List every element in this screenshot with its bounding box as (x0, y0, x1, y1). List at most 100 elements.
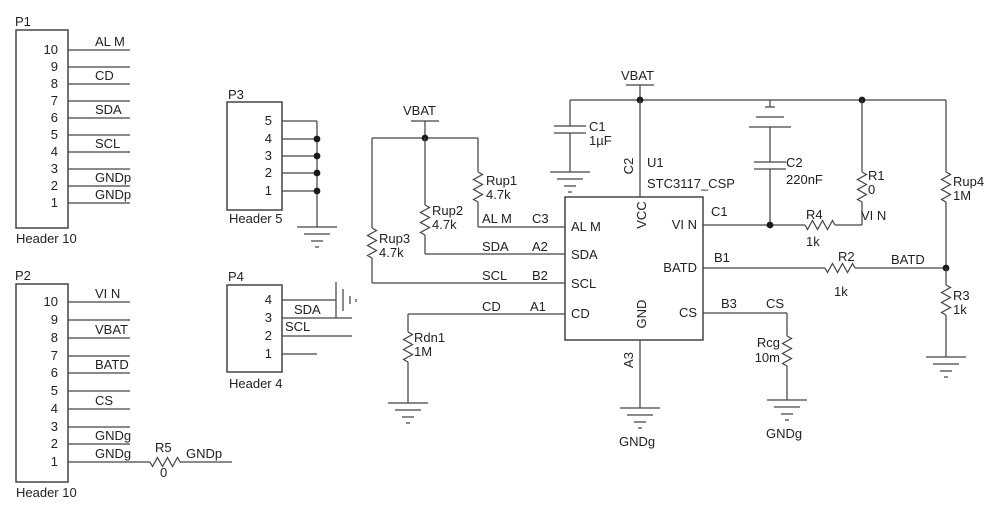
p1-pin-number: 2 (51, 178, 58, 193)
resistor-rcg: Rcg 10m GNDg (755, 313, 807, 441)
r5-value: 0 (160, 465, 167, 480)
net-label-gndg: GNDg (766, 426, 802, 441)
p1-pin-number: 6 (51, 110, 58, 125)
p1-pin-number: 3 (51, 161, 58, 176)
resistor-r5: R5 0 GNDp (149, 440, 232, 480)
pin-des-b3: B3 (721, 296, 737, 311)
net-label-sda: SDA (95, 102, 122, 117)
junction-dot (766, 221, 774, 229)
resistor-rup3: Rup3 4.7k (366, 138, 410, 283)
p2-pin-number: 6 (51, 365, 58, 380)
pin-des-a2: A2 (532, 239, 548, 254)
p3-pin-number: 1 (265, 183, 272, 198)
net-label-scl: SCL (482, 268, 507, 283)
rcg-value: 10m (755, 350, 780, 365)
rup2-ref: Rup2 (432, 203, 463, 218)
net-label-cs: CS (766, 296, 784, 311)
u1-pin-scl: SCL (571, 276, 596, 291)
p4-pin-number: 1 (265, 346, 272, 361)
p2-pin-number: 10 (44, 294, 58, 309)
vbat-label: VBAT (403, 103, 436, 118)
rup1-ref: Rup1 (486, 173, 517, 188)
resistor-r2: R2 1k BATD (824, 249, 946, 299)
junction-dot (313, 169, 321, 177)
vbat-rail-top: VBAT C1 1µF C2 220nF (550, 68, 946, 225)
net-label-alm: AL M (95, 34, 125, 49)
u1-pin-alm: AL M (571, 219, 601, 234)
p1-pin-number: 9 (51, 59, 58, 74)
header-p2: P2 10 9 8 7 6 5 4 3 2 1 VI N VBAT BATD C… (15, 268, 232, 500)
rcg-ref: Rcg (757, 335, 780, 350)
rup1-value: 4.7k (486, 187, 511, 202)
p3-pin-number: 5 (265, 113, 272, 128)
junction-dot (313, 152, 321, 160)
p2-pin-number: 5 (51, 383, 58, 398)
p3-title: Header 5 (229, 211, 282, 226)
p2-pin-number: 2 (51, 436, 58, 451)
c2-ref: C2 (786, 155, 803, 170)
net-label-cd: CD (95, 68, 114, 83)
u1-pin-vcc: VCC (634, 201, 649, 228)
resistor-rup2: Rup2 4.7k (419, 138, 463, 254)
rup3-ref: Rup3 (379, 231, 410, 246)
resistor-rup1: Rup1 4.7k (472, 138, 517, 227)
r2-ref: R2 (838, 249, 855, 264)
ground-symbol (550, 171, 590, 193)
c2-value: 220nF (786, 172, 823, 187)
u1-pin-batd: BATD (663, 260, 697, 275)
net-label-scl: SCL (285, 319, 310, 334)
p1-body (15, 29, 69, 229)
rup2-value: 4.7k (432, 217, 457, 232)
net-label-batd: BATD (891, 252, 925, 267)
ground-symbol (926, 356, 966, 378)
p1-pin-number: 10 (44, 42, 58, 57)
p2-pin-number: 4 (51, 401, 58, 416)
vbat-rail-pullups: VBAT Rup1 4.7k Rup2 4.7k Rup3 4.7k (366, 103, 517, 283)
u1-ref: U1 (647, 155, 664, 170)
p1-title: Header 10 (16, 231, 77, 246)
net-label-gndp: GNDp (95, 187, 131, 202)
net-label-scl: SCL (95, 136, 120, 151)
rup4-ref: Rup4 (953, 174, 984, 189)
u1-pin-gnd: GND (634, 300, 649, 329)
u1-pin-cs: CS (679, 305, 697, 320)
resistor-rup4: Rup4 1M (940, 100, 984, 268)
capacitor-c2: C2 220nF (749, 100, 823, 225)
header-p4: P4 4 3 2 1 SDA SCL Header 4 (226, 269, 357, 391)
u1-pin-cd: CD (571, 306, 590, 321)
header-p1: P1 10 9 8 7 6 5 4 3 2 1 AL M CD SDA SCL … (15, 14, 131, 246)
resistor-rdn1: Rdn1 1M (388, 314, 445, 424)
u1-left-wires: AL M C3 SDA A2 SCL B2 CD A1 Rdn1 1M (372, 211, 565, 424)
r4-ref: R4 (806, 207, 823, 222)
net-label-vin: VI N (95, 286, 120, 301)
p2-pin-number: 1 (51, 454, 58, 469)
vbat-symbol: VBAT (621, 68, 654, 100)
c1-ref: C1 (589, 119, 606, 134)
p4-pin-number: 2 (265, 328, 272, 343)
net-label-sda: SDA (294, 302, 321, 317)
p2-body (15, 283, 69, 483)
net-label-alm: AL M (482, 211, 512, 226)
r5-ref: R5 (155, 440, 172, 455)
rup3-value: 4.7k (379, 245, 404, 260)
p2-pin-number: 7 (51, 348, 58, 363)
ground-symbol-rotated (335, 282, 357, 318)
u1-right-wires: C1 R4 1k R1 0 VI N Rup4 1M B1 R2 1k BATD (703, 100, 984, 441)
net-label-gndg: GNDg (619, 434, 655, 449)
p2-title: Header 10 (16, 485, 77, 500)
ground-symbol (297, 226, 337, 248)
vbat-symbol: VBAT (403, 103, 439, 138)
pin-des-a3: A3 (621, 352, 636, 368)
rdn1-value: 1M (414, 344, 432, 359)
ground-symbol (388, 402, 428, 424)
u1-pin-sda: SDA (571, 247, 598, 262)
net-label-vin: VI N (861, 208, 886, 223)
r4-value: 1k (806, 234, 820, 249)
ground-symbol (767, 399, 807, 421)
p2-ref: P2 (15, 268, 31, 283)
net-label-gndg: GNDg (95, 428, 131, 443)
capacitor-c1: C1 1µF (550, 100, 612, 193)
p4-title: Header 4 (229, 376, 282, 391)
